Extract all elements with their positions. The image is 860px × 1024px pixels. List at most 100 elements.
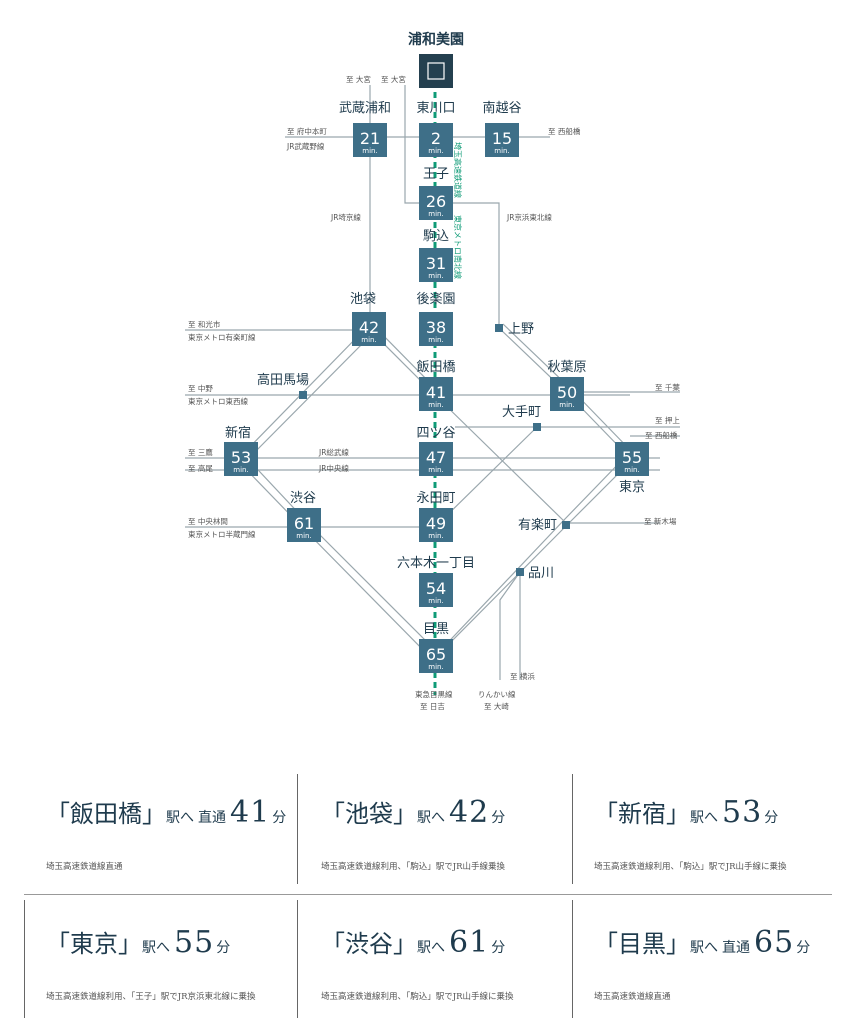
ueno-marker[interactable] xyxy=(495,324,503,332)
station-min-meguro: 65 xyxy=(426,645,446,664)
station-box-higashikawaguchi[interactable] xyxy=(419,123,453,157)
line-notes: 至 大宮 至 大宮 至 府中本町 JR武蔵野線 至 西船橋 JR埼京線 JR京浜… xyxy=(188,74,680,711)
origin-label: 浦和美園 xyxy=(408,31,464,48)
station-box-iidabashi[interactable] xyxy=(419,377,453,411)
station-name-ikebukuro: 池袋 xyxy=(350,292,376,307)
station-box-minamikoshigaya[interactable] xyxy=(485,123,519,157)
bracket-open: 「 xyxy=(594,930,618,958)
destination-name: 飯田橋 xyxy=(70,800,142,828)
note-hanzomon: 東京メトロ半蔵門線 xyxy=(188,529,256,539)
note-namboku-line: 東京メトロ南北線 xyxy=(453,215,463,279)
note-fuchunakamachi: 至 府中本町 xyxy=(287,126,327,136)
destination-name: 目黒 xyxy=(618,930,666,958)
small-stations: 上野 高田馬場 大手町 有楽町 品川 xyxy=(257,322,570,581)
station-min-nagatacho: 49 xyxy=(426,514,446,533)
time-unit: 分 xyxy=(796,940,811,956)
station-box-komagome[interactable] xyxy=(419,248,453,282)
bracket-close: 」 xyxy=(142,800,166,828)
station-box-tokyo[interactable] xyxy=(615,442,649,476)
time-unit: 分 xyxy=(216,940,231,956)
station-name-higashikawaguchi: 東川口 xyxy=(416,100,455,116)
station-box-shinjuku[interactable] xyxy=(224,442,258,476)
note-rinkai: りんかい線 xyxy=(478,689,516,699)
direct-label: 直通 xyxy=(198,810,226,826)
station-box-roppongi[interactable] xyxy=(419,573,453,607)
destination-suffix: 駅へ xyxy=(690,940,718,956)
divider-5 xyxy=(572,900,573,1018)
station-min-unit-oji: min. xyxy=(428,210,443,218)
route-card-desc: 埼玉高速鉄道線利用、「駒込」駅でJR山手線に乗換 xyxy=(321,992,514,1002)
origin-box[interactable] xyxy=(419,54,453,88)
route-card-desc: 埼玉高速鉄道線直通 xyxy=(594,992,671,1002)
note-nishifunabashi-1: 至 西船橋 xyxy=(548,126,581,136)
travel-time: 65 xyxy=(754,925,795,960)
route-card-desc: 埼玉高速鉄道線利用、「駒込」駅でJR山手線に乗換 xyxy=(594,862,787,872)
station-name-musashiurawa: 武蔵浦和 xyxy=(339,101,391,116)
station-box-musashiurawa[interactable] xyxy=(353,123,387,157)
bracket-close: 」 xyxy=(666,800,690,828)
note-takao: 至 高尾 xyxy=(188,463,213,473)
station-name-meguro: 目黒 xyxy=(423,622,449,637)
note-omiya-2: 至 大宮 xyxy=(381,74,406,84)
station-min-unit-ikebukuro: min. xyxy=(361,336,376,344)
otemachi-label: 大手町 xyxy=(502,405,541,420)
station-name-korakuen: 後楽園 xyxy=(416,291,455,307)
shinagawa-label: 品川 xyxy=(528,566,554,581)
takadanobaba-marker[interactable] xyxy=(299,391,307,399)
station-min-iidabashi: 41 xyxy=(426,383,446,402)
divider-h xyxy=(24,894,832,895)
destination-name: 東京 xyxy=(70,930,118,958)
station-name-yotsuya: 四ツ谷 xyxy=(416,426,455,441)
divider-3 xyxy=(24,900,25,1018)
otemachi-marker[interactable] xyxy=(533,423,541,431)
yurakucho-label: 有楽町 xyxy=(518,517,557,533)
yurakucho-marker[interactable] xyxy=(562,521,570,529)
station-box-korakuen[interactable] xyxy=(419,312,453,346)
station-box-nagatacho[interactable] xyxy=(419,508,453,542)
station-min-unit-meguro: min. xyxy=(428,663,443,671)
note-musashino: JR武蔵野線 xyxy=(286,141,325,151)
station-name-shibuya: 渋谷 xyxy=(290,491,316,506)
divider-4 xyxy=(297,900,298,1018)
station-box-oji[interactable] xyxy=(419,186,453,220)
station-min-unit-shibuya: min. xyxy=(296,532,311,540)
note-sobu: JR総武線 xyxy=(318,447,349,457)
destination-suffix: 駅へ xyxy=(417,810,445,826)
note-saitama-line: 埼玉高速鉄道線 xyxy=(453,142,463,198)
destination-suffix: 駅へ xyxy=(166,810,194,826)
station-box-meguro[interactable] xyxy=(419,639,453,673)
route-card-desc: 埼玉高速鉄道線直通 xyxy=(46,862,123,872)
station-min-unit-minamikoshigaya: min. xyxy=(494,147,509,155)
station-box-ikebukuro[interactable] xyxy=(352,312,386,346)
station-box-akihabara[interactable] xyxy=(550,377,584,411)
station-box-yotsuya[interactable] xyxy=(419,442,453,476)
note-chuorinkan: 至 中央林間 xyxy=(188,516,228,526)
station-name-nagatacho: 永田町 xyxy=(416,491,455,506)
station-min-unit-musashiurawa: min. xyxy=(362,147,377,155)
station-box-shibuya[interactable] xyxy=(287,508,321,542)
divider-1 xyxy=(297,774,298,884)
destination-suffix: 駅へ xyxy=(690,810,718,826)
divider-2 xyxy=(572,774,573,884)
station-min-unit-roppongi: min. xyxy=(428,597,443,605)
destination-name: 池袋 xyxy=(345,800,393,828)
station-min-unit-shinjuku: min. xyxy=(233,466,248,474)
note-saikyo: JR埼京線 xyxy=(330,212,361,222)
station-min-unit-komagome: min. xyxy=(428,272,443,280)
note-yurakucho-line: 東京メトロ有楽町線 xyxy=(188,332,256,342)
station-boxes: 21min.武蔵浦和2min.東川口15min.南越谷26min.王子31min… xyxy=(224,100,649,673)
note-hiyoshi: 至 日吉 xyxy=(420,702,445,711)
note-nakano: 至 中野 xyxy=(188,383,213,393)
shinagawa-marker[interactable] xyxy=(516,568,524,576)
note-yokohama: 至 横浜 xyxy=(510,671,535,681)
bracket-close: 」 xyxy=(393,800,417,828)
